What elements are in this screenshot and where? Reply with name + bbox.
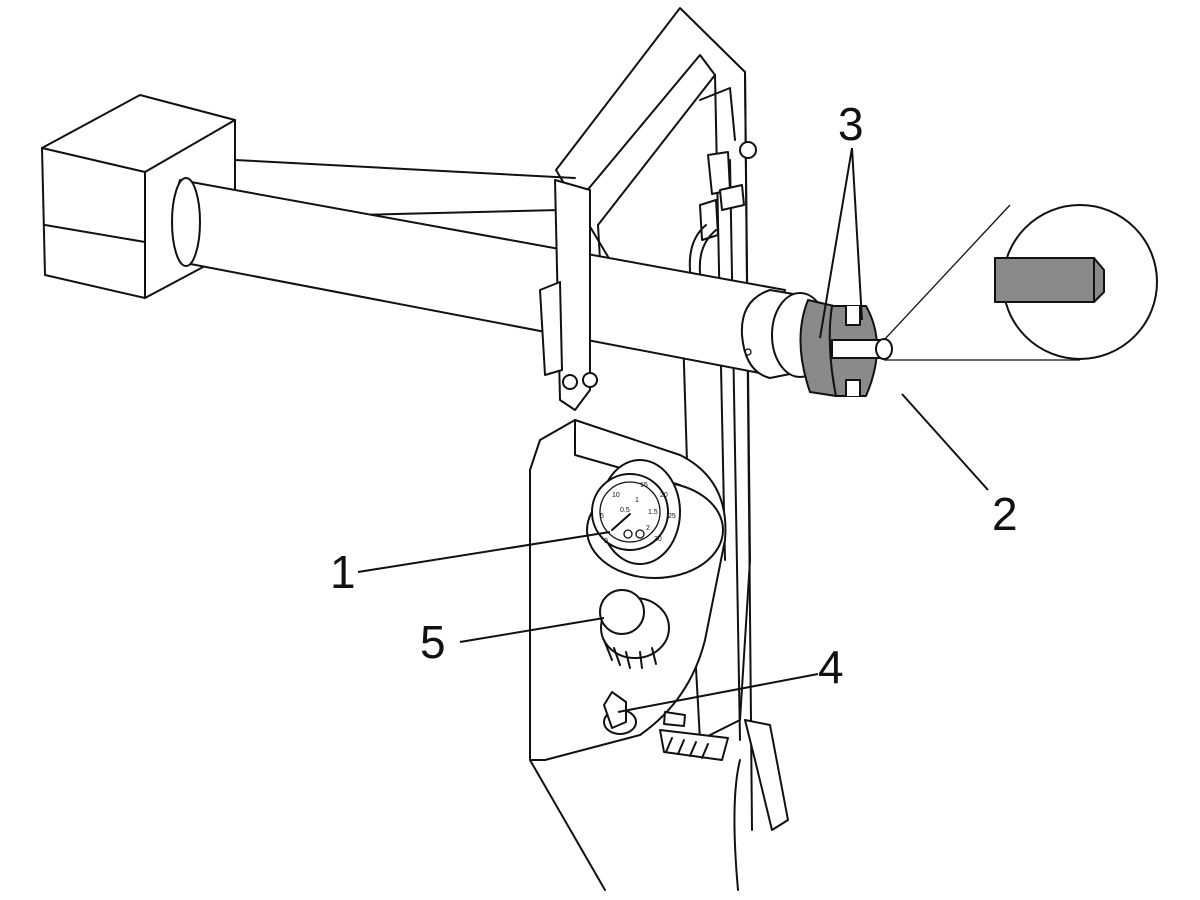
gauge-inner-label: 1 <box>635 497 639 504</box>
boom-tube <box>171 159 786 376</box>
gauge-outer-label: 30 <box>654 536 662 543</box>
gauge-outer-label: 20 <box>660 492 668 499</box>
gauge-outer-label: 25 <box>668 513 676 520</box>
toggle-valve <box>603 691 637 735</box>
gauge-inner-label: 1.5 <box>648 509 658 516</box>
magnified-detail <box>883 204 1158 361</box>
pin-detail <box>994 257 1105 303</box>
gauge-outer-label: 15 <box>640 482 648 489</box>
gauge-inner-label: 0.5 <box>620 507 630 514</box>
foot-bracket <box>659 711 729 761</box>
gauge-outer-label: 5 <box>600 513 604 520</box>
callout-3: 3 <box>838 98 864 150</box>
callout-2: 2 <box>992 488 1018 540</box>
leader-lines <box>357 147 989 713</box>
tube-end-assembly <box>740 289 893 397</box>
gauge-inner-scale: 0.5 1 1.5 2 <box>620 497 658 532</box>
gauge-outer-label: 0 <box>604 538 608 545</box>
callout-4: 4 <box>818 641 844 693</box>
gauge-inner-label: 2 <box>646 525 650 532</box>
gauge-outer-label: 10 <box>612 492 620 499</box>
callout-1: 1 <box>330 546 356 598</box>
gauge-outer-scale: 0 5 10 15 20 25 30 <box>600 482 676 545</box>
regulator-knob <box>599 589 670 669</box>
pressure-gauge: 0 5 10 15 20 25 30 0.5 1 1.5 2 <box>586 459 724 579</box>
callout-5: 5 <box>420 616 446 668</box>
